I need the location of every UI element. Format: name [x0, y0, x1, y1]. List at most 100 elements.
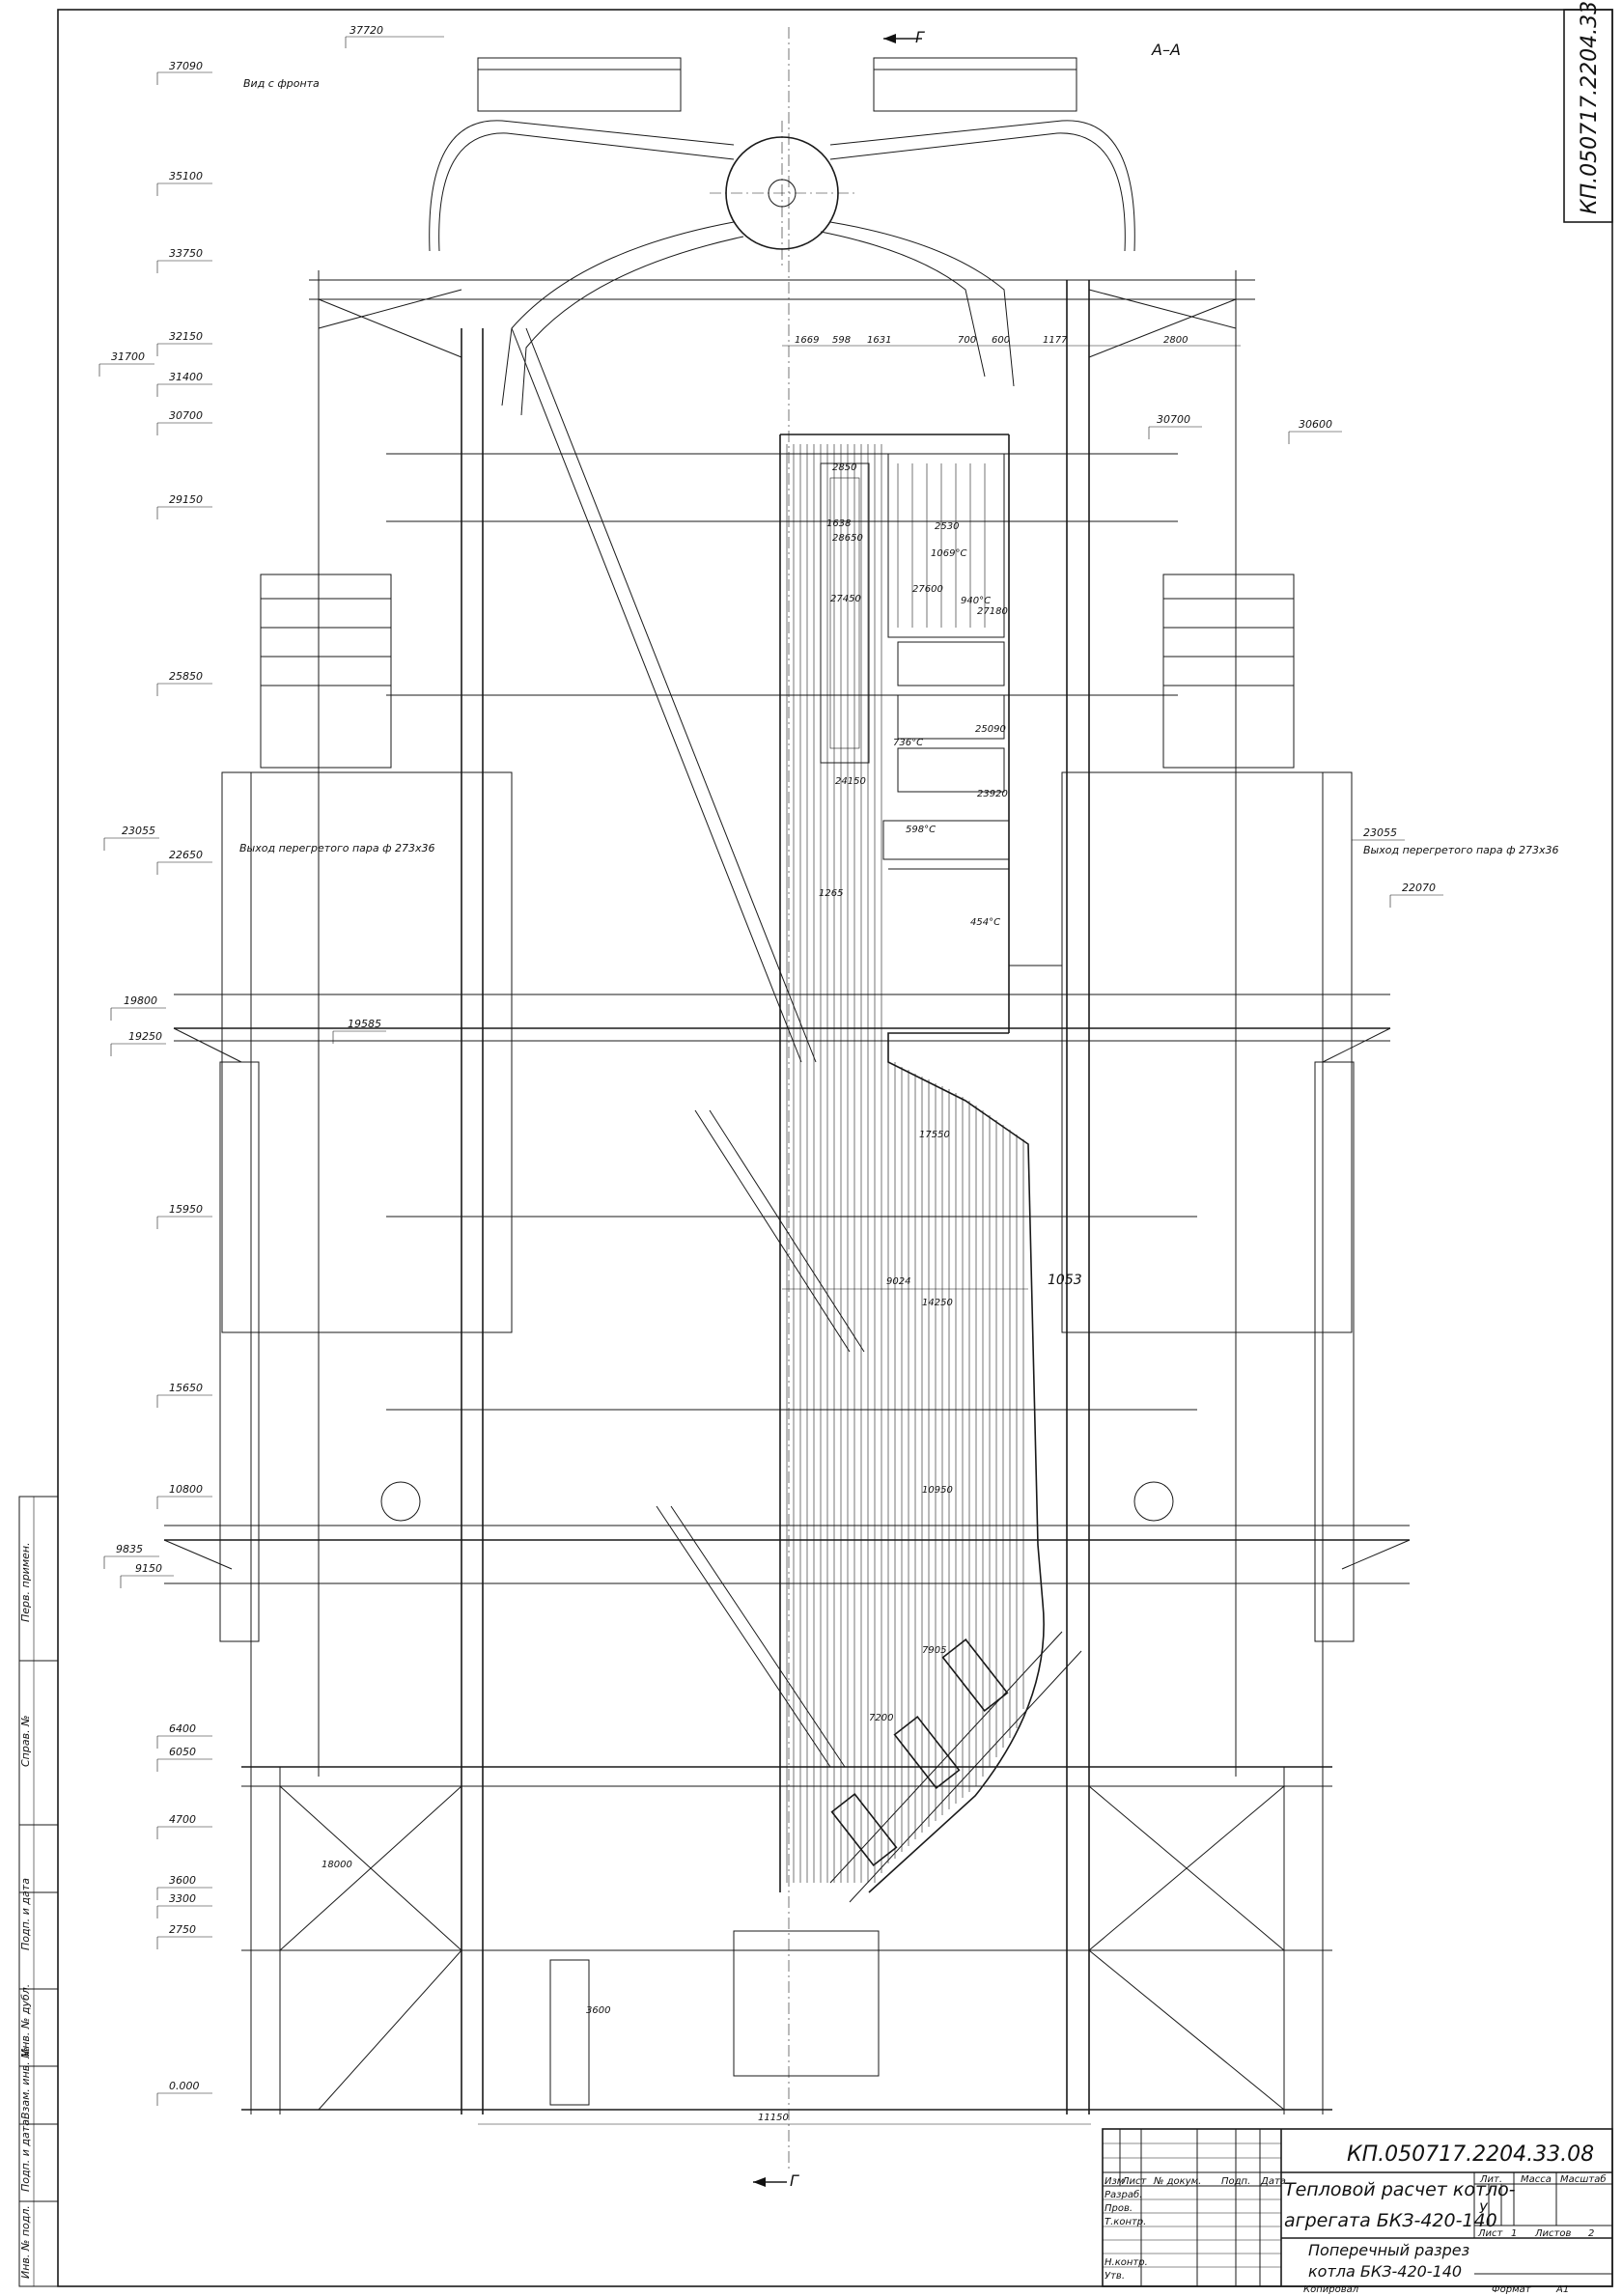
- top-dimensions: 1669 598 1631 700 600 1177 2800: [782, 335, 1241, 347]
- svg-text:32150: 32150: [169, 330, 203, 343]
- dim-1631: 1631: [867, 335, 891, 346]
- side-label-sprav: Справ. №: [19, 1715, 32, 1767]
- role-razrab: Разраб.: [1105, 2189, 1142, 2200]
- side-equipment: [219, 574, 1355, 2106]
- svg-text:6400: 6400: [169, 1722, 196, 1735]
- label-9024: 9024: [886, 1276, 910, 1287]
- svg-text:2750: 2750: [169, 1923, 196, 1936]
- label-18000: 18000: [322, 1860, 352, 1870]
- rotated-code-stamp: КП.050717.2204.33.08: [1563, 0, 1613, 223]
- structural-frame: [163, 270, 1411, 2114]
- label-1638: 1638: [826, 518, 851, 529]
- svg-text:30600: 30600: [1299, 418, 1332, 431]
- elevation-mark: 19250: [110, 1030, 166, 1056]
- elevation-mark: 30600: [1288, 418, 1342, 444]
- elevation-mark: 37090: [156, 60, 212, 85]
- elevation-mark: 9150: [120, 1562, 174, 1588]
- masshtab-label: Масштаб: [1560, 2173, 1607, 2185]
- elevation-mark: 22070: [1389, 882, 1443, 908]
- elevation-mark: 19585: [332, 1018, 386, 1044]
- label-10950: 10950: [922, 1485, 953, 1496]
- svg-text:0.000: 0.000: [169, 2080, 200, 2092]
- elevation-marks-left: 37720 37090 35100 33750 32150 31700 3140…: [98, 24, 444, 2106]
- label-27600: 27600: [912, 584, 943, 595]
- listov-value: 2: [1588, 2228, 1594, 2239]
- label-27450: 27450: [830, 594, 861, 604]
- svg-text:30700: 30700: [169, 409, 203, 422]
- col-izm: Изм: [1105, 2176, 1125, 2187]
- elevation-mark: 30700: [156, 409, 212, 435]
- sheet-frame: [18, 9, 1613, 2287]
- elevation-mark: 19800: [110, 994, 166, 1021]
- svg-text:37720: 37720: [350, 24, 383, 37]
- dim-700: 700: [958, 335, 976, 346]
- svg-text:31400: 31400: [169, 371, 203, 383]
- elevation-mark: 35100: [156, 170, 212, 196]
- svg-text:23055: 23055: [1363, 826, 1397, 839]
- outlet-note-left: Выход перегретого пара ф 273х36: [239, 842, 435, 854]
- section-marks: Г Г А–А Вид с фронта: [243, 27, 1181, 2190]
- svg-text:37090: 37090: [169, 60, 203, 72]
- svg-text:22650: 22650: [169, 849, 203, 861]
- burners: [829, 1631, 1082, 1903]
- elevation-mark: 29150: [156, 493, 212, 519]
- subtitle-line-2: котла БКЗ-420-140: [1308, 2262, 1462, 2281]
- col-list: Лист: [1121, 2176, 1148, 2187]
- label-2850: 2850: [832, 462, 856, 473]
- col-podp: Подп.: [1221, 2176, 1250, 2187]
- section-arrow-top: Г: [915, 28, 925, 46]
- role-nkontr: Н.контр.: [1105, 2257, 1148, 2268]
- format-value: А1: [1555, 2284, 1569, 2295]
- svg-text:19585: 19585: [348, 1018, 381, 1030]
- label-1053: 1053: [1048, 1273, 1082, 1288]
- section-arrow-bottom: Г: [790, 2171, 799, 2190]
- label-940c: 940°С: [961, 596, 991, 606]
- label-7200: 7200: [869, 1713, 893, 1723]
- svg-text:9150: 9150: [135, 1562, 162, 1575]
- side-label-inv-dubl: Инв. № дубл.: [19, 1984, 32, 2057]
- label-17550: 17550: [919, 1130, 950, 1140]
- dim-1177: 1177: [1043, 335, 1068, 346]
- subtitle-line-1: Поперечный разрез: [1308, 2241, 1469, 2259]
- side-label-inv-podl: Инв. № подл.: [19, 2205, 32, 2279]
- rotated-code: КП.050717.2204.33.08: [1578, 0, 1602, 214]
- svg-text:25850: 25850: [169, 670, 203, 683]
- role-tkontr: Т.контр.: [1105, 2217, 1146, 2227]
- dim-2800: 2800: [1163, 335, 1188, 346]
- svg-text:29150: 29150: [169, 493, 203, 506]
- label-27180: 27180: [977, 606, 1008, 617]
- elevation-mark: 15650: [156, 1382, 212, 1408]
- section-label: А–А: [1151, 41, 1181, 59]
- col-data: Дата: [1260, 2176, 1286, 2187]
- title-line-2: агрегата БКЗ-420-140: [1284, 2210, 1497, 2231]
- svg-text:15950: 15950: [169, 1203, 203, 1216]
- copied-label: Копировал: [1303, 2284, 1359, 2295]
- elevation-mark: 31700: [98, 350, 154, 377]
- svg-text:19800: 19800: [124, 994, 157, 1007]
- elevation-mark: 15950: [156, 1203, 212, 1229]
- role-prov: Пров.: [1105, 2203, 1133, 2214]
- title-line-1: Тепловой расчет котло-: [1284, 2179, 1516, 2200]
- elevation-mark: 6050: [156, 1746, 212, 1772]
- interior-labels: 2850 2530 1069°С 28650 1638 27450 27600 …: [322, 462, 1091, 2125]
- label-3600: 3600: [586, 2005, 610, 2016]
- label-454c: 454°С: [970, 917, 1000, 928]
- front-view-note: Вид с фронта: [243, 77, 320, 90]
- label-736c: 736°С: [893, 738, 923, 748]
- elevation-mark: 10800: [156, 1483, 212, 1509]
- label-28650: 28650: [832, 533, 863, 544]
- elevation-mark: 2750: [156, 1923, 212, 1949]
- dim-600: 600: [992, 335, 1010, 346]
- side-label-vzam-inv: Взам. инв. №: [19, 2047, 32, 2119]
- svg-text:3300: 3300: [169, 1892, 196, 1905]
- list-label: Лист: [1477, 2228, 1504, 2239]
- role-utv: Утв.: [1105, 2271, 1125, 2282]
- elevation-mark: 33750: [156, 247, 212, 273]
- elevation-mark: 37720: [345, 24, 444, 48]
- svg-text:9835: 9835: [116, 1543, 143, 1555]
- format-label: Формат: [1492, 2284, 1532, 2295]
- elevation-mark: 23055: [103, 825, 159, 851]
- lit-value: У: [1479, 2201, 1489, 2217]
- outlet-note-right: Выход перегретого пара ф 273х36: [1363, 844, 1559, 856]
- elevation-mark: 3300: [156, 1892, 212, 1918]
